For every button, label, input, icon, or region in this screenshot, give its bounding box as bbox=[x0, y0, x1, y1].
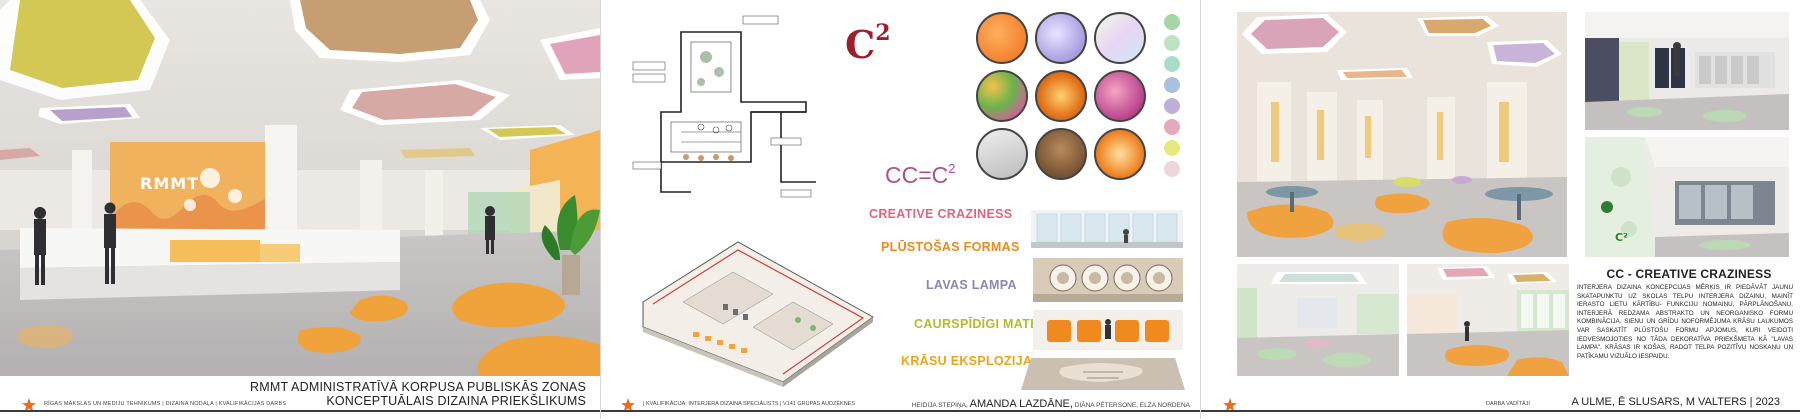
panel-divider bbox=[1200, 0, 1201, 419]
detail-render-glass-wall bbox=[1031, 210, 1183, 248]
material-circle-colorful-blobs bbox=[976, 70, 1028, 122]
rmmt-wall-logo: RMMT bbox=[140, 174, 199, 193]
lobby-reception-render bbox=[0, 0, 600, 376]
author-heidija: HEIDIJA STEPIŅA, bbox=[911, 402, 968, 409]
cc-equals-c2: CC=C2 bbox=[885, 161, 956, 189]
panel1-footer: RĪGAS MĀKSLAS UN MEDIJU TEHNIKUMS | DIZA… bbox=[44, 401, 287, 407]
cc-equation-exponent: 2 bbox=[948, 161, 956, 176]
axonometric-view bbox=[623, 232, 883, 387]
detail-render-round-niches bbox=[1033, 258, 1183, 302]
material-circle-iridescent bbox=[1094, 12, 1146, 64]
concept-caurspidigi-materiali: CAURSPĪDĪGI MATERIĀLI bbox=[914, 317, 1073, 331]
school-star-logo-icon bbox=[1223, 398, 1237, 412]
panel1-title-line1: RMMT ADMINISTRATĪVĀ KORPUSA PUBLISKĀS ZO… bbox=[250, 380, 586, 394]
supervisors-names: A ULME, Ē SLUSARS, M VALTERS | 2023 bbox=[1571, 396, 1780, 408]
concept-description: INTERJERA DIZAINA KONCEPCIJAS MĒRĶIS IR … bbox=[1577, 284, 1793, 360]
panel3-footer-rule bbox=[1201, 410, 1800, 412]
author-diana-elza: DIĀNA PĒTERSONE, ELZA NORDENA bbox=[1074, 402, 1190, 409]
panel1-title: RMMT ADMINISTRATĪVĀ KORPUSA PUBLISKĀS ZO… bbox=[250, 380, 586, 408]
panel-lobby-render: RMMT RMMT ADMINISTRATĪVĀ KORPUSA PUBLISK… bbox=[0, 0, 600, 419]
author-amanda: AMANDA LAZDĀNE, bbox=[969, 398, 1073, 410]
panel1-title-line2: KONCEPTUĀLAIS DIZAINA PRIEKŠLIKUMS bbox=[326, 394, 586, 408]
green-wall-render: C² bbox=[1585, 137, 1789, 257]
cc-equation-base: CC=C bbox=[885, 162, 949, 188]
palette-swatch bbox=[1164, 161, 1180, 177]
concept-creative-craziness: CREATIVE CRAZINESS bbox=[869, 207, 1013, 221]
material-circle-violet-glass bbox=[1035, 12, 1087, 64]
detail-render-floor-sign bbox=[1021, 352, 1185, 390]
material-circle-lava-orange bbox=[1035, 70, 1087, 122]
material-circle-orange-glow bbox=[1094, 128, 1146, 180]
concept-plustosas-formas: PLŪSTOŠAS FORMAS bbox=[881, 240, 1020, 254]
panel2-footer-left: | KVALIFIKĀCIJA: INTERJERA DIZAINA SPECI… bbox=[643, 401, 856, 407]
palette-swatch bbox=[1164, 140, 1180, 156]
palette-swatch bbox=[1164, 14, 1180, 30]
palette-swatch bbox=[1164, 98, 1180, 114]
school-star-logo-icon bbox=[22, 398, 36, 412]
concept-heading: CC - CREATIVE CRAZINESS bbox=[1606, 267, 1772, 281]
c2-mark-exponent: 2 bbox=[875, 20, 891, 46]
green-corridor-render bbox=[1237, 264, 1399, 376]
floor-plan-drawing bbox=[631, 12, 821, 202]
material-circle-pink-bubbles bbox=[1094, 70, 1146, 122]
material-circle-white-forms bbox=[976, 128, 1028, 180]
panel2-footer-authors: HEIDIJA STEPIŅA, AMANDA LAZDĀNE, DIĀNA P… bbox=[912, 398, 1190, 410]
panel2-footer-rule bbox=[601, 410, 1200, 412]
material-circle-brown-wood bbox=[1035, 128, 1087, 180]
c2-mark: C2 bbox=[845, 20, 891, 67]
palette-swatch bbox=[1164, 119, 1180, 135]
palette-swatch bbox=[1164, 56, 1180, 72]
material-circle-orange-jelly bbox=[976, 12, 1028, 64]
concept-lavas-lampa: LAVAS LAMPA bbox=[926, 278, 1017, 292]
school-star-logo-icon bbox=[621, 398, 635, 412]
panel-concept-board: C2 CC=C2 bbox=[601, 0, 1200, 419]
wall-c2-mark: C² bbox=[1615, 231, 1628, 244]
detail-render-orange-chairs bbox=[1033, 310, 1183, 350]
supervisors-label: DARBA VADĪTĀJI bbox=[1486, 401, 1530, 407]
locker-hall-render bbox=[1585, 12, 1789, 130]
palette-swatch bbox=[1164, 77, 1180, 93]
rmmt-wall-logo-text: RMMT bbox=[140, 174, 200, 193]
concept-krasu-eksplozija: KRĀSU EKSPLOZIJA bbox=[901, 354, 1033, 368]
lounge-render bbox=[1407, 264, 1569, 376]
palette-swatch bbox=[1164, 35, 1180, 51]
corridor-render-large bbox=[1237, 12, 1567, 257]
panel1-footer-rule bbox=[0, 410, 600, 412]
c2-mark-base: C bbox=[845, 22, 876, 67]
panel-divider bbox=[600, 0, 601, 419]
panel-interior-renders: C² bbox=[1201, 0, 1800, 419]
